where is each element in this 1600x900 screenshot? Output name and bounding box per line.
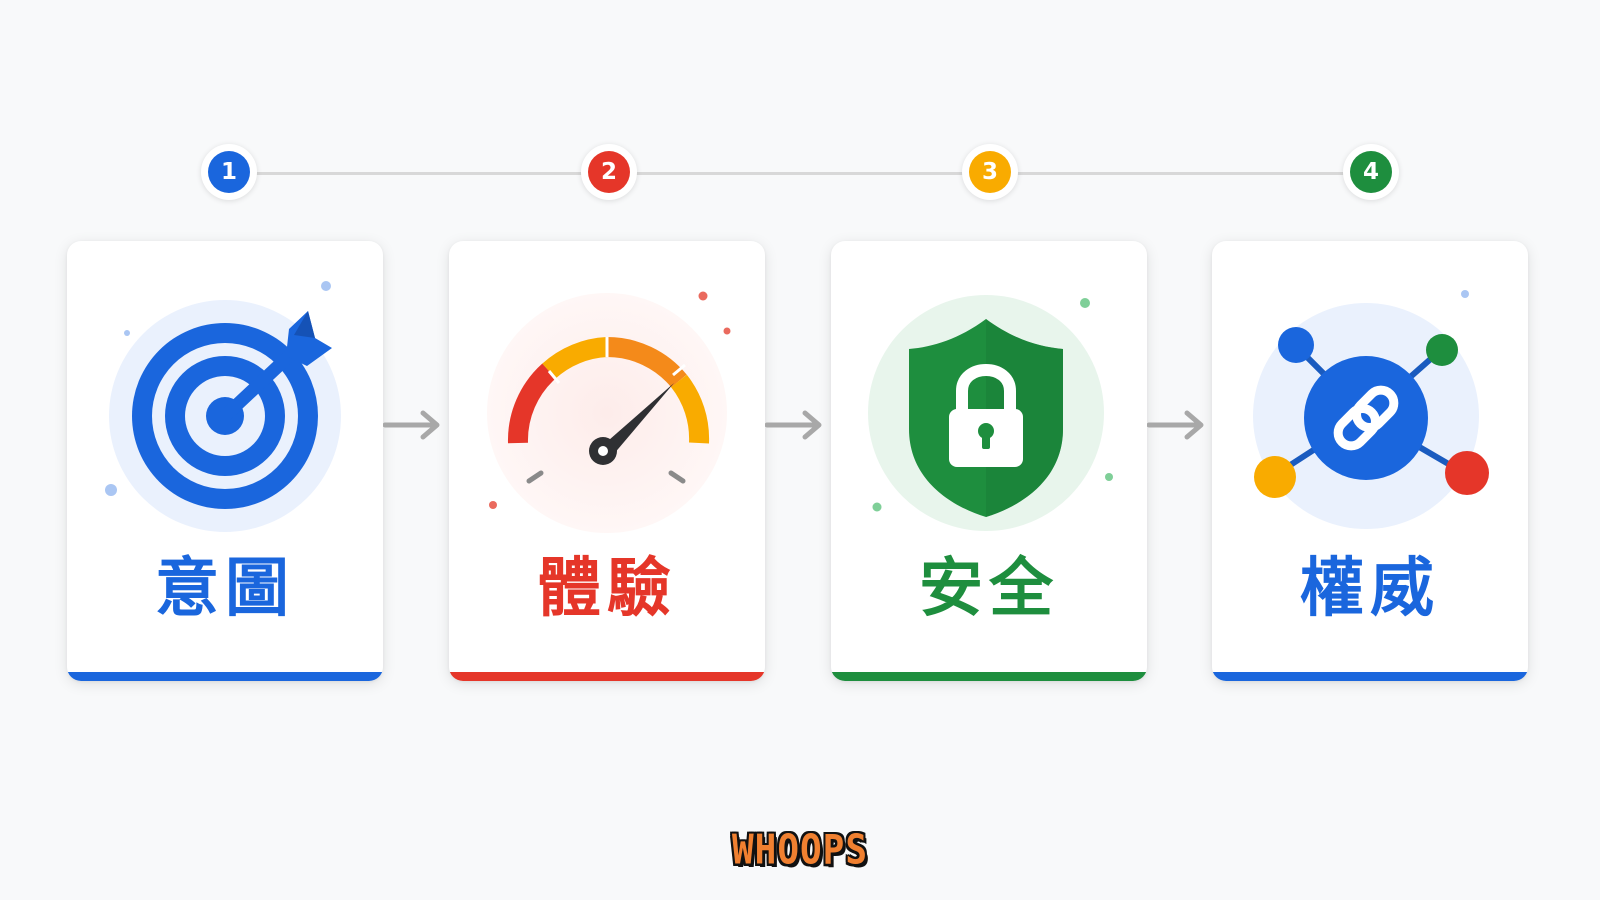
step-card-experience: 體驗 xyxy=(449,241,765,681)
step-badge-2: 2 xyxy=(581,144,637,200)
arrow-right-icon xyxy=(383,410,440,440)
step-number-2: 2 xyxy=(588,151,630,193)
step-card-security: 安全 xyxy=(831,241,1147,681)
step-number-3: 3 xyxy=(969,151,1011,193)
step-badge-4: 4 xyxy=(1343,144,1399,200)
speedometer-icon xyxy=(487,291,731,533)
step-number-1: 1 xyxy=(208,151,250,193)
arrow-right-icon xyxy=(765,410,822,440)
step-timeline: 1 2 3 4 xyxy=(0,0,1600,240)
card-accent-bar xyxy=(831,672,1147,681)
step-label-security: 安全 xyxy=(919,552,1059,626)
step-label-intent: 意圖 xyxy=(155,552,295,626)
step-number-4: 4 xyxy=(1350,151,1392,193)
card-accent-bar xyxy=(67,672,383,681)
whoops-logo: WHOOPS xyxy=(731,826,869,875)
step-card-authority: 權威 xyxy=(1212,241,1528,681)
arrow-right-icon xyxy=(1147,410,1204,440)
target-arrow-icon xyxy=(105,281,341,532)
link-network-icon xyxy=(1253,290,1489,529)
step-badge-1: 1 xyxy=(201,144,257,200)
card-accent-bar xyxy=(449,672,765,681)
step-card-intent: 意圖 xyxy=(67,241,383,681)
step-label-experience: 體驗 xyxy=(537,552,677,626)
shield-lock-icon xyxy=(868,295,1113,531)
card-accent-bar xyxy=(1212,672,1528,681)
step-label-authority: 權威 xyxy=(1300,552,1440,626)
step-badge-3: 3 xyxy=(962,144,1018,200)
timeline-connector xyxy=(229,172,1377,175)
